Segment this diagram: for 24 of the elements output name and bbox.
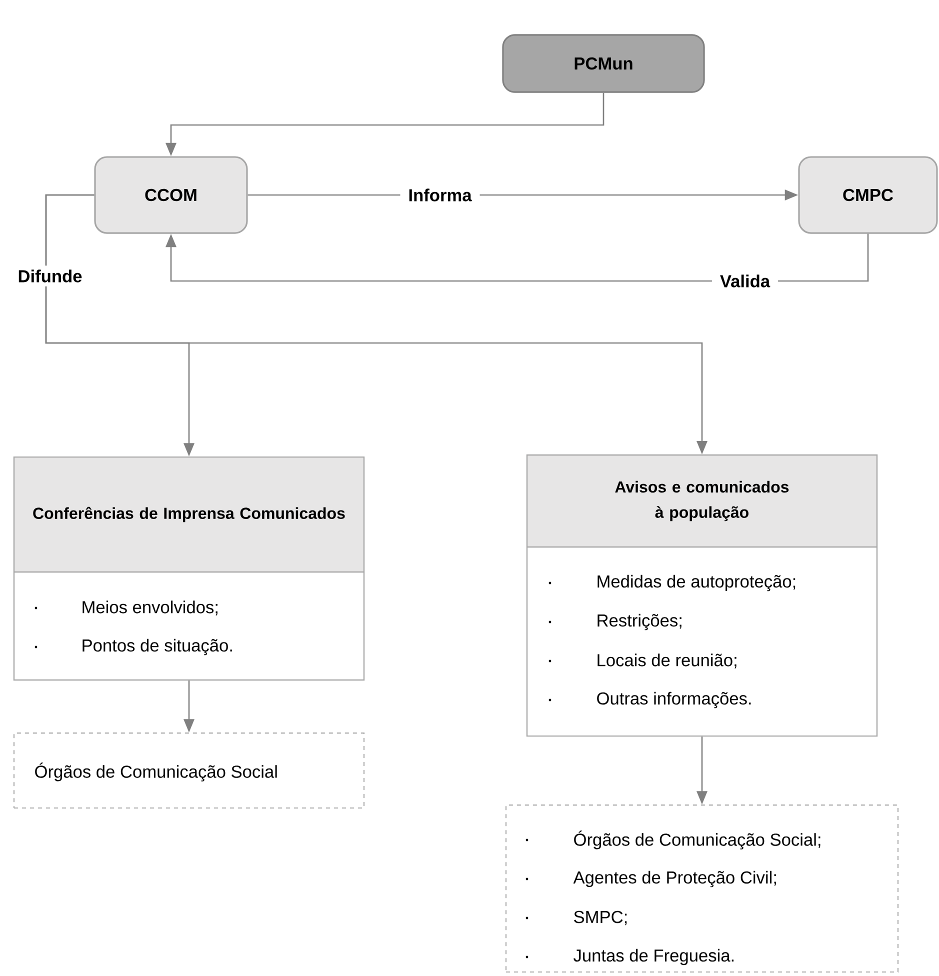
list-item: Órgãos de Comunicação Social; xyxy=(526,830,820,850)
list-item: Outras informações. xyxy=(548,692,751,708)
list-item: SMPC; xyxy=(526,910,627,926)
rounded-box: PCMun xyxy=(502,34,705,93)
list-item: Pontos de situação. xyxy=(34,638,232,656)
edge-label: Difunde xyxy=(10,266,90,286)
info-panel xyxy=(13,456,365,681)
panel-heading: Conferências de Imprensa Comunicados xyxy=(33,506,345,522)
dashed-box xyxy=(13,732,365,808)
list-item: Órgãos de Comunicação Social xyxy=(35,762,277,782)
arrow xyxy=(165,234,869,282)
list-item: Medidas de autoproteção; xyxy=(548,574,796,592)
list-item: Locais de reunião; xyxy=(548,654,736,668)
list-item: Juntas de Freguesia. xyxy=(526,948,734,966)
list-item: Restrições; xyxy=(548,614,682,630)
list-item: Meios envolvidos; xyxy=(34,600,218,616)
panel-heading: Avisos e comunicados à população xyxy=(615,480,789,522)
rounded-box: CCOM xyxy=(94,156,248,234)
list-item: Agentes de Proteção Civil; xyxy=(526,870,776,888)
edge-label: Informa xyxy=(400,184,480,206)
info-panel xyxy=(526,454,878,737)
rounded-box: CMPC xyxy=(798,156,938,234)
edge-label: Valida xyxy=(712,270,778,292)
dashed-box xyxy=(505,804,899,972)
